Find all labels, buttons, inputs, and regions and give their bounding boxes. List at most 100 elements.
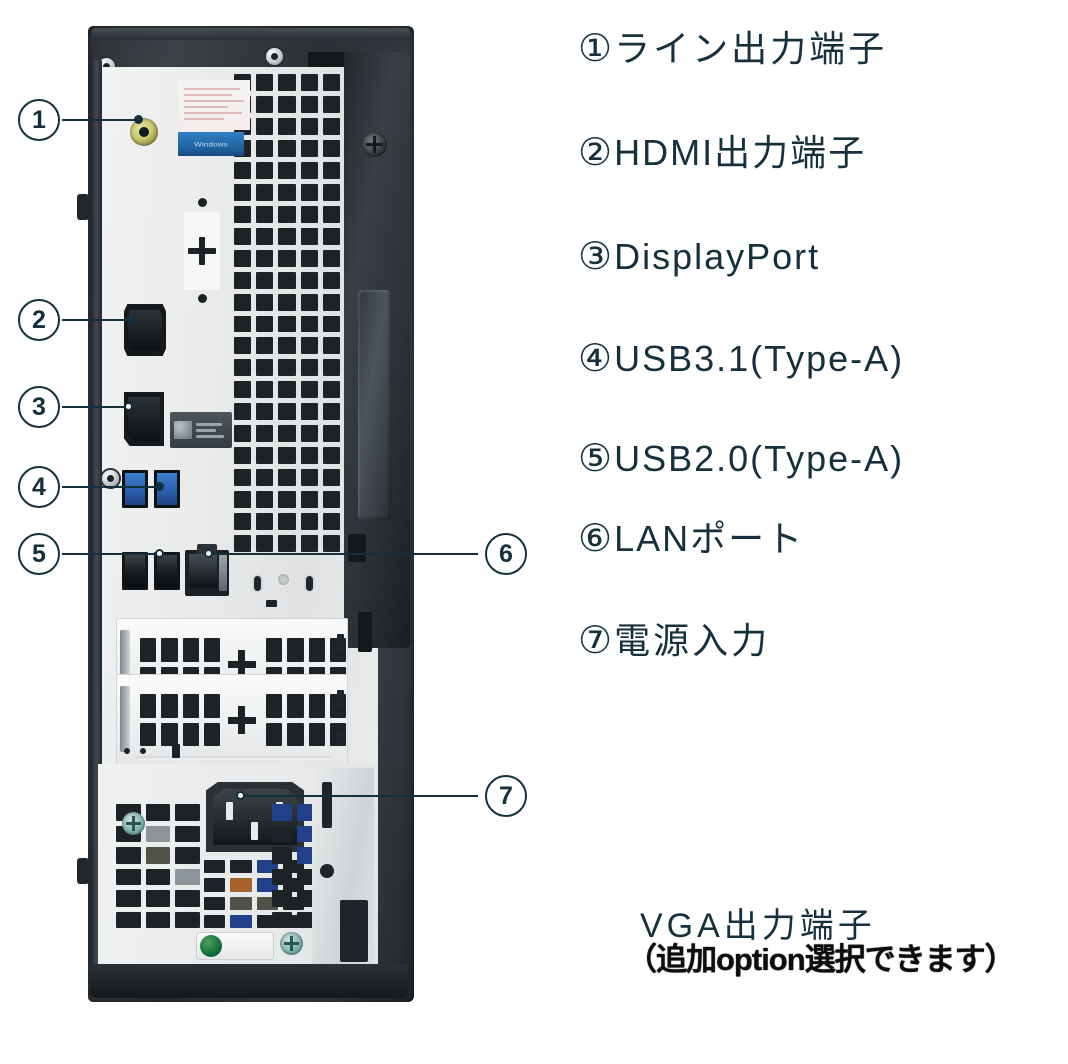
slot-cover-1-clip xyxy=(120,630,130,696)
legend-item-5-label: USB2.0(Type-A) xyxy=(614,438,905,479)
chassis-left-tab-lower xyxy=(77,858,89,884)
barcode-sticker xyxy=(178,80,250,130)
callout-marker-6[interactable]: 6 xyxy=(485,533,527,575)
expansion-slot-cover-2 xyxy=(116,674,348,766)
regulatory-sticker xyxy=(170,412,232,448)
callout-leader-7 xyxy=(244,795,478,797)
callout-leader-4 xyxy=(62,486,158,488)
slot-cover-1-plus-vertical xyxy=(238,650,245,678)
slot-cover-2-right-clip-upper xyxy=(337,690,344,706)
legend-item-2-number: ② xyxy=(578,132,613,174)
chassis-top-lip xyxy=(92,28,410,40)
chassis-bottom-bar xyxy=(90,964,408,998)
legend-item-7-number: ⑦ xyxy=(578,620,613,662)
slot-cover-2-grille-left xyxy=(140,694,220,746)
callout-anchor-3 xyxy=(124,402,133,411)
regulatory-sticker-text xyxy=(196,422,224,438)
chassis-hole-mid xyxy=(278,574,289,585)
chassis-slot-left xyxy=(254,576,261,591)
legend-item-6: ⑥ LANポート xyxy=(578,520,804,558)
bezel-screw xyxy=(362,132,387,157)
knockout-plus-vertical xyxy=(199,237,205,265)
pc-rear-panel-photo: Windows xyxy=(77,22,414,1002)
legend-item-7: ⑦ 電源入力 xyxy=(578,622,770,660)
psu-dot-2 xyxy=(140,748,146,754)
usb31-port-1[interactable] xyxy=(122,470,148,508)
vga-option-note: VGA出力端子 （追加option選択できます） xyxy=(626,898,1046,1008)
callout-marker-5[interactable]: 5 xyxy=(18,533,60,575)
vga-note-title: VGA出力端子 xyxy=(640,907,876,945)
power-socket-pin-left xyxy=(226,802,233,820)
psu-side-panel xyxy=(312,768,374,982)
legend-item-5-number: ⑤ xyxy=(578,438,613,480)
legend-item-4-number: ④ xyxy=(578,338,613,380)
windows-sticker: Windows xyxy=(178,132,244,156)
regulatory-sticker-logo xyxy=(174,421,192,439)
chassis-top-knockout xyxy=(308,52,354,68)
callout-marker-1[interactable]: 1 xyxy=(18,99,60,141)
callout-anchor-1 xyxy=(134,115,143,124)
slot-cover-2-ridge xyxy=(136,756,332,760)
psu-mini-rect xyxy=(172,744,180,758)
psu-vent-grille-right xyxy=(272,804,316,928)
psu-screw-left xyxy=(122,812,145,835)
expansion-slot-cover-1 xyxy=(116,618,348,710)
psu-self-test-led xyxy=(200,935,222,957)
callout-anchor-2 xyxy=(126,315,135,324)
legend-item-1-label: ライン出力端子 xyxy=(614,28,888,69)
legend-item-4: ④ USB3.1(Type-A) xyxy=(578,340,904,378)
slot-cover-2-grille-right xyxy=(266,694,346,746)
usb20-port-1[interactable] xyxy=(122,552,148,590)
chassis-slot-right xyxy=(306,576,313,591)
legend-item-1-number: ① xyxy=(578,28,613,70)
lan-port[interactable] xyxy=(185,544,229,596)
hdmi-port[interactable] xyxy=(124,304,166,356)
legend-item-1: ① ライン出力端子 xyxy=(578,30,887,68)
callout-leader-6 xyxy=(212,553,478,555)
legend-item-3-number: ③ xyxy=(578,236,613,278)
legend-item-5: ⑤ USB2.0(Type-A) xyxy=(578,440,904,478)
callout-marker-4[interactable]: 4 xyxy=(18,466,60,508)
callout-leader-3 xyxy=(62,406,126,408)
chassis-left-tab-upper xyxy=(77,194,89,220)
slot-cover-2-plus-vertical xyxy=(238,706,245,734)
psu-self-test-button[interactable] xyxy=(196,932,274,960)
knockout-dot-lower xyxy=(198,294,207,303)
callout-leader-5 xyxy=(62,553,158,555)
chassis-handle xyxy=(358,290,391,520)
bezel-notch-bottom xyxy=(358,612,372,652)
usb20-port-2[interactable] xyxy=(154,552,180,590)
psu-side-slot-1 xyxy=(322,782,332,828)
callout-leader-1 xyxy=(62,119,138,121)
callout-marker-2[interactable]: 2 xyxy=(18,299,60,341)
legend-item-3: ③ DisplayPort xyxy=(578,238,820,276)
chassis-screw-top-mid xyxy=(266,48,283,65)
chassis-mini-rect xyxy=(266,600,277,607)
callout-marker-3[interactable]: 3 xyxy=(18,386,60,428)
callout-anchor-4 xyxy=(155,482,164,491)
psu-dot-1 xyxy=(124,748,130,754)
lan-port-clip xyxy=(219,555,227,591)
bezel-notch-lower xyxy=(348,534,366,562)
lan-port-cavity xyxy=(189,554,217,588)
legend-item-2: ② HDMI出力端子 xyxy=(578,134,866,172)
legend-item-4-label: USB3.1(Type-A) xyxy=(614,338,905,379)
callout-marker-7[interactable]: 7 xyxy=(485,775,527,817)
slot-cover-2-clip xyxy=(120,686,130,752)
windows-sticker-label: Windows xyxy=(194,140,228,148)
slot-cover-2-right-clip-lower xyxy=(337,730,344,746)
callout-leader-2 xyxy=(62,319,128,321)
displayport-port[interactable] xyxy=(124,392,164,446)
backplate-screw xyxy=(102,470,119,487)
psu-side-slot-2 xyxy=(320,864,334,878)
antenna-knockout xyxy=(184,212,220,290)
legend-item-3-label: DisplayPort xyxy=(614,236,821,277)
legend-item-7-label: 電源入力 xyxy=(614,620,771,661)
legend-item-2-label: HDMI出力端子 xyxy=(614,132,867,173)
power-socket-pin-ground xyxy=(251,822,258,840)
callout-anchor-5 xyxy=(155,549,164,558)
legend-item-6-label: LANポート xyxy=(614,518,805,559)
chassis-left-rail xyxy=(90,60,102,990)
psu-side-slot-3 xyxy=(340,900,368,962)
